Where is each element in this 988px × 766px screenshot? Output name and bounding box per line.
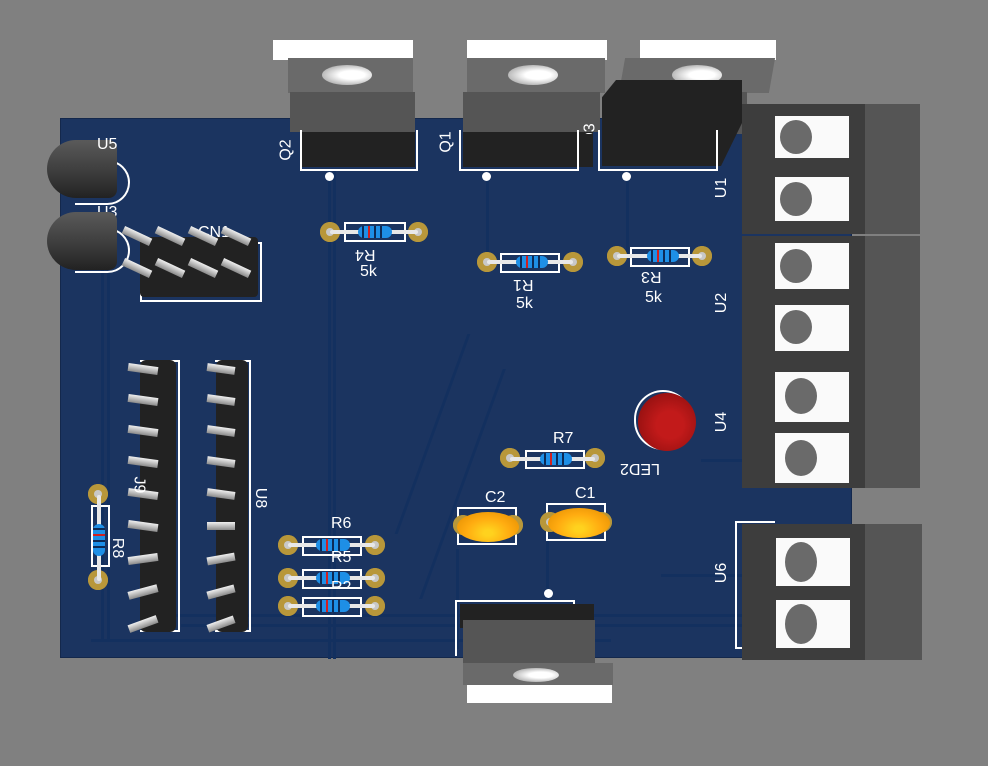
r6-label: R6 [331,515,352,532]
r4-label: R4 [355,246,376,263]
r2-pad [365,596,385,616]
r3-value: 5k [645,289,662,306]
u2-screw [780,310,812,344]
r5-body [316,572,350,584]
r1-body [516,256,548,268]
trace [91,639,611,642]
q1-outline [459,130,579,171]
r3-body [647,250,679,262]
trace [486,174,489,264]
q1-pin [482,172,491,181]
q3-tab [640,40,776,60]
u8-pin [207,522,235,530]
r1-value: 5k [516,295,533,312]
r6-body [316,539,350,551]
u2-screw [780,249,812,283]
u4-side [865,366,920,488]
q2-pin [325,172,334,181]
r4-body [358,226,392,238]
r8-body [93,524,105,556]
r5-pad [365,568,385,588]
r4-value: 5k [360,263,377,280]
u4-screw [785,440,817,476]
r3-label: R3 [641,268,662,285]
trace [328,169,331,659]
u6-screw [785,542,817,582]
trace [333,169,336,659]
r7-label: R7 [553,430,574,447]
q2-outline [300,130,418,171]
q2-body [290,92,415,132]
u1-screw [780,182,812,216]
q3-outline [598,130,718,171]
trace [101,259,104,639]
u6-label: U6 [713,562,731,584]
u7-mount-hole [513,668,559,682]
u1-screw [780,120,812,154]
trace [546,519,549,599]
u1-label: U1 [713,177,731,199]
u4-label: U4 [713,411,731,433]
u2-side [865,236,920,366]
r2-body [316,600,350,612]
c2-body [457,512,519,542]
j9-label: J9 [130,476,148,494]
r1-label: R1 [513,276,534,293]
q1-base [463,132,593,167]
pcb-board [60,118,852,659]
r8-label: R8 [109,537,127,559]
trace [394,334,471,534]
u5-body [47,140,117,198]
u8-label: U8 [252,487,270,509]
r1-pad [563,252,583,272]
r2-label: R2 [331,579,352,596]
u5-label: U5 [97,136,118,153]
q2-label: Q2 [277,139,295,161]
q3-base [602,80,742,166]
u6-side [865,524,922,660]
u7-body [463,620,595,664]
led2-label: LED2 [620,460,661,477]
r6-pad [365,535,385,555]
q1-body [463,92,600,132]
q2-mount-hole [322,65,372,85]
u4-screw [785,378,817,414]
u7-tab [467,685,612,703]
trace [419,369,506,599]
u7-pin [544,589,553,598]
q1-mount-hole [508,65,558,85]
q3-pin [622,172,631,181]
led2-body [638,393,696,451]
trace [626,174,629,254]
r7-pad [585,448,605,468]
r4-pad [408,222,428,242]
u6-screw [785,604,817,644]
c2-label: C2 [485,489,506,506]
r8-pad [88,484,108,504]
q1-label: Q1 [437,131,455,153]
r3-pad [692,246,712,266]
r7-body [540,453,572,465]
u1-side [865,104,920,234]
u2-label: U2 [713,292,731,314]
u3-body [47,212,117,270]
q2-tab [273,40,413,60]
trace [107,259,110,639]
r5-label: R5 [331,549,352,566]
q2-base [302,132,415,167]
trace [456,549,459,649]
c1-body [548,508,610,538]
q1-tab [467,40,607,60]
c1-label: C1 [575,485,596,502]
